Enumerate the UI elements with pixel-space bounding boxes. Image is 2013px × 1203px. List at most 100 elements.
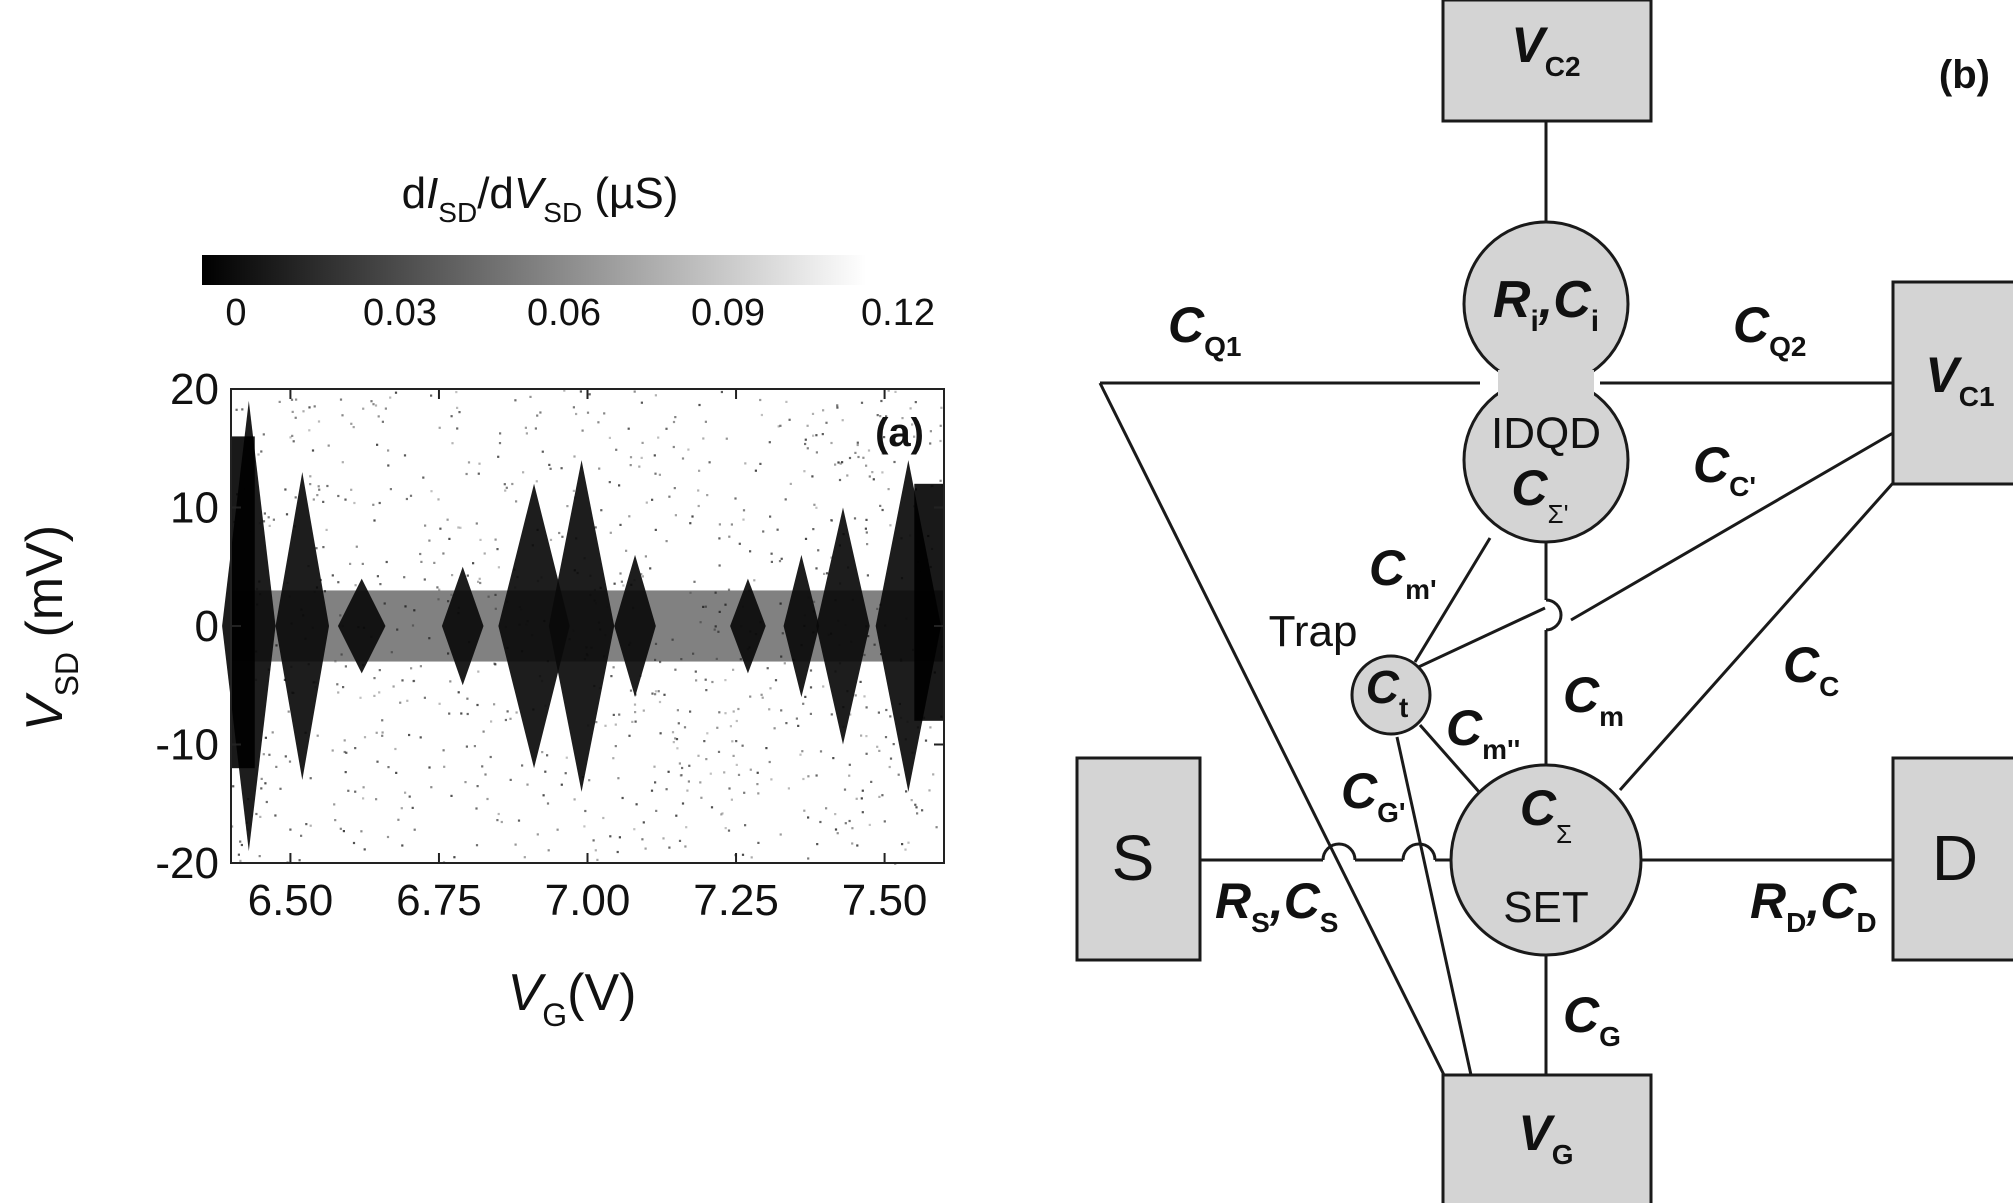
noise-dot — [887, 488, 890, 491]
noise-dot — [275, 765, 278, 768]
noise-dot — [475, 522, 478, 525]
colorbar-title: dISD/dVSD (µS) — [402, 169, 679, 228]
noise-dot — [283, 678, 286, 681]
noise-dot — [405, 497, 408, 501]
noise-dot — [465, 472, 468, 476]
noise-dot — [514, 843, 517, 846]
noise-dot — [702, 437, 705, 440]
noise-dot — [387, 449, 390, 452]
noise-dot — [284, 755, 287, 758]
noise-dot — [331, 749, 334, 752]
noise-dot — [650, 789, 654, 792]
noise-dot — [724, 827, 727, 830]
noise-dot — [653, 454, 656, 457]
noise-dot — [801, 750, 804, 753]
noise-dot — [565, 756, 568, 759]
noise-dot — [255, 812, 258, 816]
noise-dot — [401, 679, 404, 682]
noise-dot — [566, 505, 569, 508]
idqd-double-dot — [1462, 220, 1630, 544]
noise-dot — [361, 562, 364, 565]
noise-dot — [619, 572, 622, 575]
noise-dot — [868, 823, 871, 826]
noise-dot — [581, 429, 584, 432]
noise-dot — [235, 408, 238, 411]
noise-dot — [573, 455, 576, 458]
noise-dot — [689, 522, 692, 525]
noise-dot — [738, 542, 741, 545]
noise-dot — [588, 393, 591, 396]
vc2-box — [1441, 0, 1653, 123]
noise-dot — [341, 461, 344, 464]
noise-dot — [694, 670, 697, 673]
noise-dot — [785, 722, 788, 725]
noise-dot — [698, 403, 701, 407]
noise-dot — [363, 736, 367, 739]
noise-dot — [929, 442, 932, 445]
noise-dot — [684, 845, 687, 848]
noise-dot — [472, 562, 475, 565]
noise-dot — [671, 731, 675, 734]
noise-dot — [334, 819, 337, 822]
noise-dot — [443, 765, 446, 768]
noise-dot — [720, 390, 723, 394]
noise-dot — [668, 846, 671, 849]
noise-dot — [823, 572, 826, 575]
noise-dot — [316, 494, 319, 497]
noise-dot — [837, 461, 840, 464]
noise-dot — [633, 828, 636, 831]
noise-dot — [448, 537, 451, 540]
noise-dot — [505, 486, 508, 489]
noise-dot — [743, 791, 746, 794]
noise-dot — [423, 578, 426, 581]
noise-dot — [354, 747, 357, 750]
noise-dot — [631, 720, 634, 723]
noise-dot — [804, 438, 807, 441]
noise-dot — [770, 560, 773, 563]
noise-dot — [451, 442, 454, 445]
noise-dot — [718, 523, 721, 526]
noise-dot — [403, 576, 406, 579]
noise-dot — [389, 396, 392, 399]
noise-dot — [654, 394, 657, 397]
noise-dot — [633, 703, 637, 706]
noise-dot — [651, 498, 654, 501]
noise-dot — [700, 796, 703, 799]
noise-dot — [457, 526, 460, 529]
drain-label: D — [1932, 822, 1978, 894]
cap-cq1: CQ1 — [1168, 297, 1241, 362]
noise-dot — [795, 717, 798, 720]
noise-dot — [392, 685, 395, 688]
noise-dot — [885, 415, 888, 418]
cap-cm: Cm — [1563, 667, 1624, 732]
noise-dot — [309, 475, 312, 478]
noise-dot — [935, 826, 938, 829]
noise-dot — [756, 771, 759, 774]
noise-dot — [675, 814, 678, 817]
noise-dot — [812, 434, 815, 437]
noise-dot — [596, 858, 599, 861]
noise-dot — [856, 443, 859, 447]
noise-dot — [517, 819, 521, 822]
noise-dot — [408, 795, 411, 798]
noise-dot — [633, 390, 636, 393]
source-box — [1075, 756, 1202, 962]
noise-dot — [688, 764, 691, 767]
noise-dot — [604, 724, 607, 727]
noise-dot — [448, 712, 451, 715]
noise-dot — [681, 802, 685, 805]
noise-dot — [641, 838, 644, 841]
noise-dot — [864, 527, 867, 530]
noise-dot — [834, 813, 837, 816]
noise-dot — [804, 537, 808, 540]
noise-dot — [848, 763, 851, 766]
noise-dot — [456, 427, 459, 430]
noise-dot — [645, 501, 648, 504]
noise-dot — [476, 785, 479, 788]
noise-dot — [483, 552, 486, 555]
noise-dot — [841, 419, 844, 422]
noise-dot — [663, 693, 666, 696]
noise-dot — [862, 456, 865, 459]
noise-dot — [703, 740, 706, 743]
